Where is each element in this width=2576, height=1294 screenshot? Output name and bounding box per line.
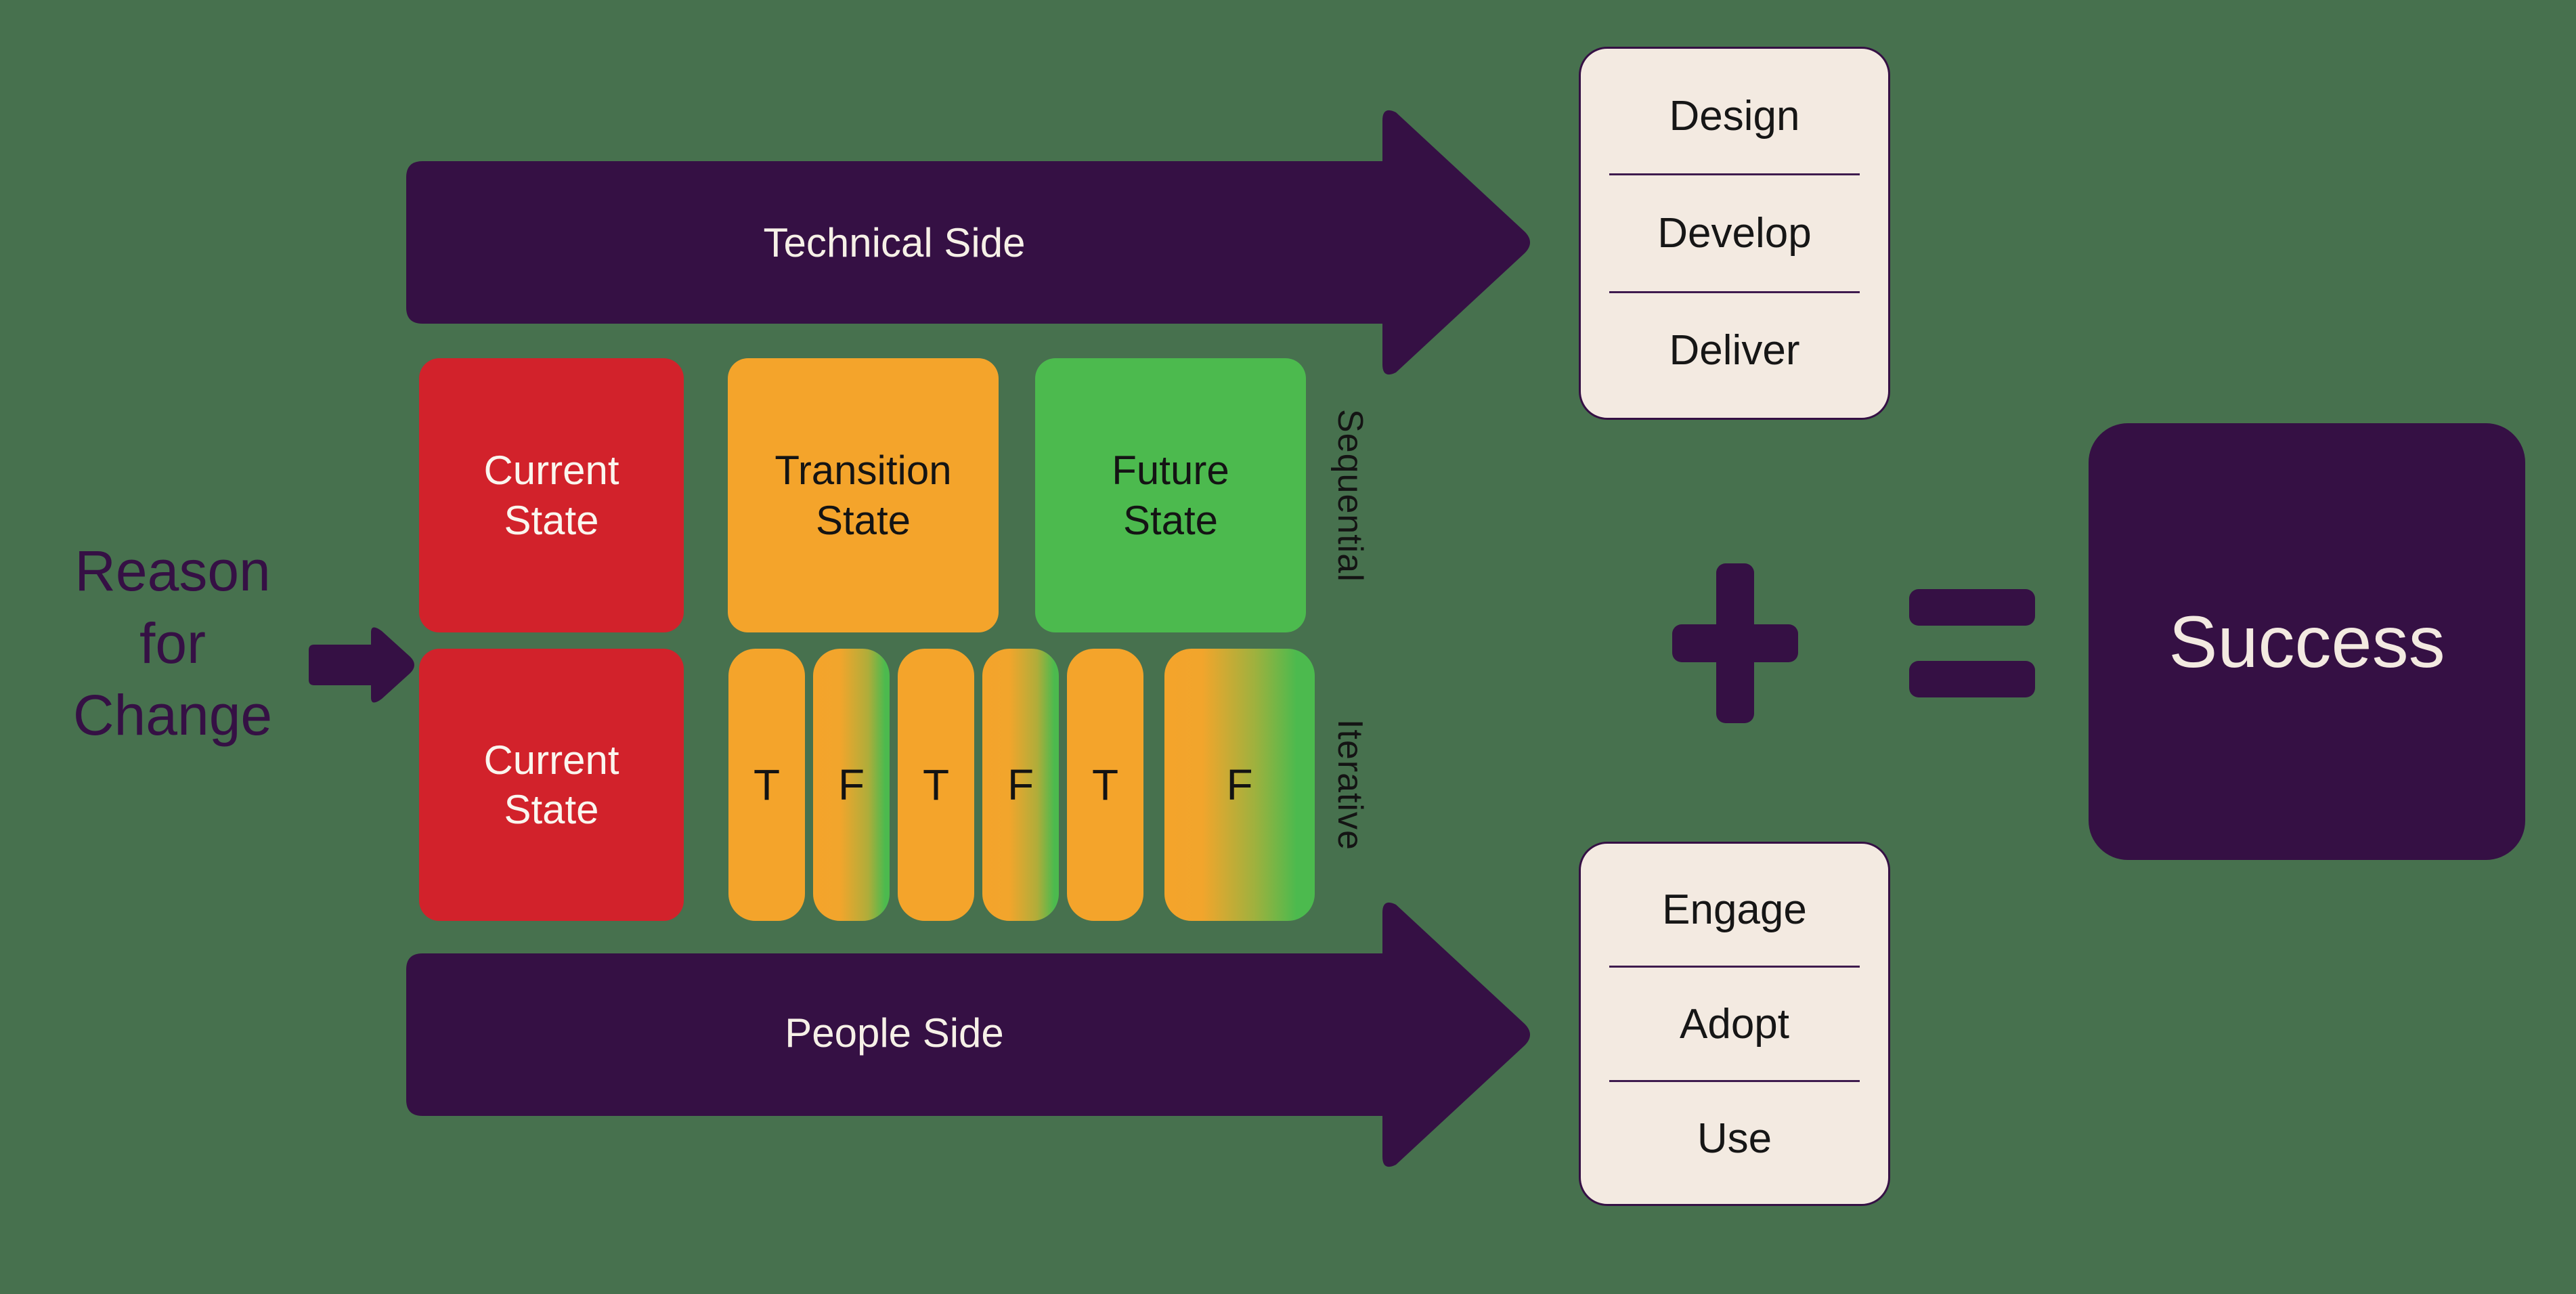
state-label-line: Current [483, 448, 619, 494]
state-label-line: State [504, 497, 599, 543]
success-label: Success [2168, 601, 2445, 683]
iteration-bar-t3: T [1067, 649, 1143, 921]
outcome-use: Use [1609, 1080, 1860, 1194]
outcome-design: Design [1669, 92, 1800, 139]
iteration-bar-f1: F [813, 649, 890, 921]
future-state-box: Future State [1035, 358, 1306, 632]
iteration-bar-t2: T [898, 649, 974, 921]
state-label-line: Current [483, 737, 619, 783]
equals-sign-icon [1909, 661, 2035, 697]
state-label-line: State [1122, 497, 1219, 543]
right-arrow-icon [309, 627, 414, 703]
people-outcomes-panel: Engage Adopt Use [1579, 842, 1890, 1206]
state-label-line: State [815, 497, 911, 543]
outcome-adopt: Adopt [1609, 966, 1860, 1080]
people-side-label: People Side [785, 1010, 1004, 1056]
success-box: Success [2089, 423, 2525, 860]
transition-state-box: Transition State [728, 358, 999, 632]
people-side-arrow [406, 902, 1530, 1167]
iteration-bar-f3: F [1164, 649, 1315, 921]
reason-line-1: Reason [74, 539, 271, 603]
state-label-line: Transition [774, 448, 952, 494]
technical-side-arrow [406, 110, 1530, 375]
reason-for-change-label: Reason for Change [20, 535, 325, 752]
reason-line-3: Change [72, 683, 273, 748]
state-label-line: Future [1112, 448, 1229, 494]
technical-outcomes-panel: Design Develop Deliver [1579, 47, 1890, 420]
current-state-box-sequential: Current State [419, 358, 684, 632]
current-state-box-iterative: Current State [419, 649, 684, 921]
sequential-axis-label: Sequential [1330, 408, 1370, 582]
technical-side-label: Technical Side [763, 219, 1026, 265]
equals-sign-icon [1909, 589, 2035, 626]
reason-line-2: for [139, 611, 206, 675]
plus-sign-icon [1716, 563, 1754, 723]
outcome-develop: Develop [1609, 173, 1860, 290]
iteration-bar-t1: T [728, 649, 805, 921]
iterative-axis-label: Iterative [1330, 719, 1370, 850]
outcome-deliver: Deliver [1609, 290, 1860, 408]
state-label-line: State [504, 787, 599, 832]
outcome-engage: Engage [1662, 886, 1807, 933]
iteration-bar-f2: F [982, 649, 1059, 921]
